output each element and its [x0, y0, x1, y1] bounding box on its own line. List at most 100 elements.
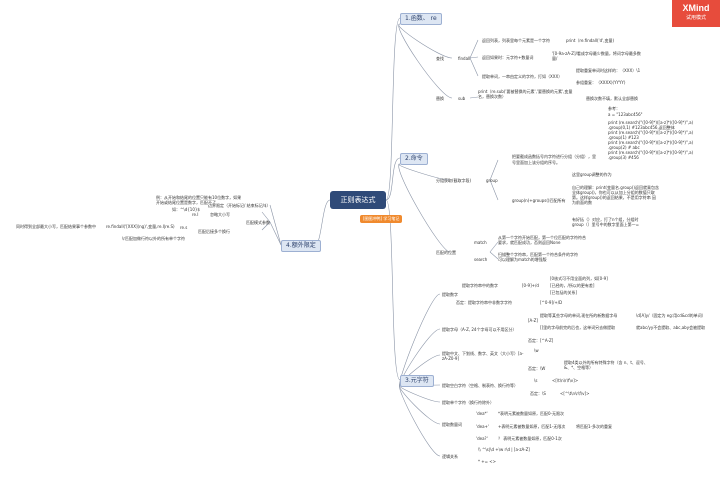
- code-line: .group(1) #123: [608, 135, 639, 140]
- match-multi-code: re.findall('[XXX](ng)',变量,re.I|re.S): [106, 224, 175, 229]
- topic-replace[interactable]: 替换: [436, 96, 444, 101]
- digits-item-1-val: [0-9]+/d: [522, 283, 539, 288]
- topic-ignore-case[interactable]: 忽略大小写: [210, 212, 230, 217]
- code-line: .group(3) #456: [608, 155, 639, 160]
- qty-question[interactable]: 'dea?': [476, 436, 488, 441]
- topic-match-mode[interactable]: 匹配模式参数: [246, 220, 270, 225]
- topic-search-kw[interactable]: search: [474, 257, 488, 262]
- match-multi-note: 同时得到全部最大小写，匹配结果事个参数中: [16, 224, 96, 229]
- flag-re-i: re.I: [192, 212, 199, 217]
- topic-sub-desc[interactable]: print（re.sub('要被替换的元素','要替换的元素',变量名，替换次数…: [478, 89, 573, 99]
- topic-match-position[interactable]: 匹配的位置: [436, 250, 456, 255]
- code-line: print (re.search("([0-9]*)([a-z]*)([0-9]…: [608, 120, 694, 125]
- root-tag-label: [图图冲鸭] 学习笔记: [360, 215, 403, 223]
- topic-any-char[interactable]: 提取单个字符（换行符除外）: [442, 400, 494, 405]
- space-S[interactable]: 否定：\S: [530, 391, 546, 396]
- word-w[interactable]: \w: [534, 348, 539, 353]
- space-s-code: <[\t\n\r\f\v]>: [552, 378, 579, 383]
- topic-sub[interactable]: sub: [458, 96, 466, 101]
- qty-plus-desc: +表明元素被数量如原，匹配1-无限次: [498, 424, 566, 429]
- qty-star-desc: *表明元素被数量如原，匹配0-无限次: [498, 411, 564, 416]
- space-s[interactable]: \s: [534, 378, 538, 383]
- topic-extract[interactable]: 提取单词，一串由定义的字符，打如（XXX）: [482, 74, 563, 79]
- digits-item-2[interactable]: 否定：提取字符串中非数字字符: [456, 300, 512, 305]
- topic-findall[interactable]: findall: [458, 56, 471, 61]
- topic-whitespace[interactable]: 提取空白字符（空格、制表符、换行符等）: [442, 383, 518, 388]
- extra-hint: 如：^\d{10}$: [172, 207, 200, 212]
- topic-group-desc-1[interactable]: 把要截成函数括号内字符进行分组（分组），里: [512, 154, 596, 159]
- topic-boundary[interactable]: 边界限定（开始标记/ 结束标记/$）: [208, 203, 271, 208]
- topic-letters[interactable]: 提取字母（A-Z, 24个字母可以不用区分）: [442, 327, 517, 332]
- groups-note-7: group（）里号中的数字里面上第一=: [572, 222, 639, 227]
- topic-groups[interactable]: group(n)+groups()匹配所有: [512, 198, 566, 203]
- topic-sub-default[interactable]: 替换次数不填，默认全部替换: [586, 96, 638, 101]
- trial-mode-label: 试用模式: [685, 15, 706, 21]
- code-title: 参考：: [608, 106, 620, 111]
- topic-extract-ex2[interactable]: 参组重复：（XXXX)(YYYY): [576, 80, 626, 85]
- letters-az-code: \d[A]y/（固定为 eg:用cd&cd的单词）: [636, 313, 706, 318]
- digits-item-1[interactable]: 提取字符串中的数字: [462, 283, 498, 288]
- topic-digits[interactable]: 提取数字: [442, 292, 458, 297]
- letters-note: []里的字母前完的后也，这单词另去做提取: [540, 325, 616, 330]
- topic-dotall[interactable]: 匹配后接多个换行: [198, 229, 230, 234]
- code-line: .group(0,1) #123abc456,返回整体: [608, 125, 675, 130]
- logic-items: \\ ^\s|\d +\w r\d | [a-zA-Z]: [478, 447, 530, 452]
- groups-note-2: 自己的理解：print(变量名.group()返回就乘包含: [572, 185, 659, 190]
- topic-group-fetch[interactable]: 分组获取(截取字段): [436, 178, 472, 183]
- qty-star[interactable]: 'dea*': [476, 411, 488, 416]
- topic-search[interactable]: 查找: [436, 56, 444, 61]
- letters-az[interactable]: [A-Z]: [528, 318, 538, 323]
- branch-commands[interactable]: 2.命令: [400, 153, 428, 165]
- topic-logic[interactable]: 逻辑关系: [442, 454, 458, 459]
- groups-note-5: 为前面的数: [572, 200, 592, 205]
- topic-charclass-range[interactable]: '[0-9a-zA-Z]/看成字母最少数量，将词字母最多数量/: [552, 51, 641, 61]
- xmind-logo: XMind: [682, 3, 710, 13]
- word-W-desc: 提取4类以外的所有特殊字符（含 n、t、逗号、&、*、空格等）: [564, 360, 648, 370]
- letters-note-code: 就abc/yy不会提取、abc,aby会被提取: [636, 325, 706, 330]
- groups-note-3: 全体group()，你也可以从加上分组的数值只取: [572, 190, 655, 195]
- topic-match[interactable]: match: [474, 240, 487, 245]
- topic-group-desc-2[interactable]: 号里面加上该分组的序号。: [512, 160, 560, 165]
- word-W[interactable]: 否定：\W: [528, 366, 546, 371]
- newline-note: \r匹配加做行符以外的所有单个字符: [122, 236, 185, 241]
- branch-metachars[interactable]: 3.元字符: [400, 375, 434, 387]
- root-topic[interactable]: 正则表达式: [330, 191, 386, 209]
- extra-note-2: 开始或结尾位置是数字，匹配不了: [156, 200, 216, 205]
- letters-az-desc: 提取等某些字母的单词,现在所的新数据字母: [540, 313, 618, 318]
- digits-note-1: [0核式可不用全面的列，如[0-9]: [550, 276, 608, 281]
- topic-word-chars[interactable]: 提取中文、下划线、数字、英文（大小写）[a-zA-Z0-9]: [442, 351, 524, 361]
- digits-note-3: [已包括的关系]: [550, 290, 578, 295]
- qty-plus-code: 将匹配1-多次的重复: [576, 424, 612, 429]
- groups-note-1: 这里group调整的作为: [572, 172, 612, 177]
- code-line: print (re.search("([0-9]*)([a-z]*)([0-9]…: [608, 140, 694, 145]
- topic-group[interactable]: group: [486, 178, 498, 183]
- extra-note-1: 例：从开始和结尾的位置只能有10位数字，如果: [156, 195, 242, 200]
- space-S-code: <[^\t\n\r\f\v]>: [560, 391, 590, 396]
- branch-functions[interactable]: 1.函数、 re: [400, 13, 442, 25]
- digits-note-2: [已经的，/所以的更有差]: [550, 283, 595, 288]
- match-desc-1: 从第一个字符开始匹配，第一个位匹配的字符符合: [498, 235, 586, 240]
- groups-note-4: 第。这样group()的返回结果，不是用字符串 因: [572, 195, 657, 200]
- topic-findall-list[interactable]: 返回列表，列表里每个元素是一个字符: [482, 38, 550, 43]
- digits-item-2-val: [^0-9]/+/D: [540, 300, 563, 305]
- topic-findall-print[interactable]: print（re.findall('d',变量): [566, 38, 615, 43]
- logic-items-2: * += <>: [478, 459, 496, 464]
- match-desc-2: 要求，就匹配成功，否则返回None: [498, 240, 561, 245]
- letters-neg[interactable]: 否定：[^A-Z]: [528, 338, 554, 343]
- code-var: a = "123abc456": [608, 112, 643, 117]
- code-line: .group(2) # abc: [608, 145, 640, 150]
- code-line: print (re.search("([0-9]*)([a-z]*)([0-9]…: [608, 150, 694, 155]
- qty-plus[interactable]: 'dea+': [476, 424, 490, 429]
- flag-re-s: re.s: [180, 225, 188, 230]
- search-desc-1: 扫描整个字符串，匹配第一个符合条件的字符: [498, 252, 578, 257]
- qty-question-desc: ？ 表明元素被数量如原，匹配0-1次: [498, 436, 562, 441]
- topic-extract-ex1[interactable]: 提取重复单词时这样的：（XXX）\1: [576, 68, 641, 73]
- branch-extra-limits[interactable]: 4.额外限定: [281, 240, 321, 252]
- topic-quantifiers[interactable]: 提取数量词: [442, 422, 462, 427]
- code-line: print (re.search("([0-9]*)([a-z]*)([0-9]…: [608, 130, 694, 135]
- topic-nested-return[interactable]: 返回如果时：元字符+数量词: [482, 55, 534, 60]
- search-desc-2: 可以理解为match的增强版: [498, 257, 547, 262]
- xmind-trial-badge[interactable]: XMind 试用模式: [672, 0, 720, 27]
